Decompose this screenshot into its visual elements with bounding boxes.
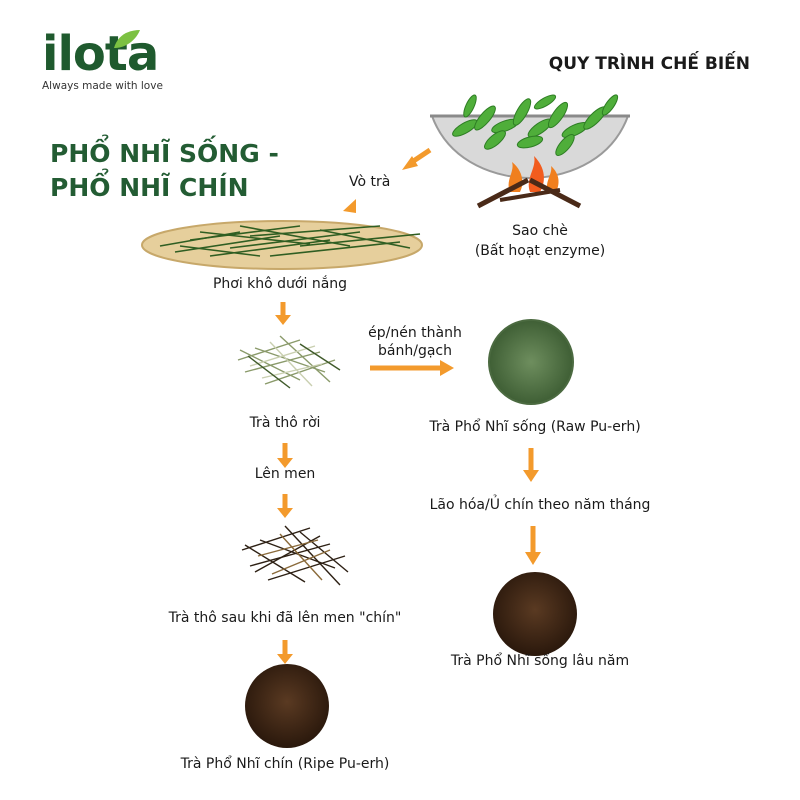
drying-tray-illustration — [141, 220, 423, 270]
arrow-votra-to-drying — [343, 199, 356, 213]
step-ep-nen-line1: ép/nén thành — [368, 325, 462, 341]
step-sao-che: Sao chè (Bất hoạt enzyme) — [450, 221, 630, 261]
arrow-wok-to-votra — [402, 147, 432, 170]
arrow-drying-to-loose — [275, 302, 291, 325]
arrow-loose-to-raw-cake — [370, 360, 454, 376]
process-title: QUY TRÌNH CHẾ BIẾN — [548, 54, 750, 74]
arrow-fermented-to-ripe — [277, 640, 293, 664]
wok-illustration — [430, 94, 630, 209]
step-tra-tho-roi: Trà thô rời — [249, 415, 321, 431]
arrow-loose-to-ferment — [277, 443, 293, 468]
title-line-1: PHỔ NHĨ SỐNG - — [50, 139, 279, 168]
arrow-ferment-to-fermented — [277, 494, 293, 518]
step-sao-che-line1: Sao chè — [512, 223, 568, 239]
step-lao-hoa: Lão hóa/Ủ chín theo năm tháng — [429, 497, 651, 513]
leaf-icon — [114, 30, 140, 48]
step-ep-nen-line2: bánh/gạch — [378, 343, 452, 359]
arrow-aging-to-aged — [525, 526, 541, 565]
step-phoi-kho: Phơi khô dưới nắng — [212, 276, 348, 292]
fermented-tea-illustration — [241, 525, 349, 586]
step-vo-tra: Vò trà — [349, 174, 391, 190]
step-len-men: Lên men — [254, 466, 316, 482]
ripe-puerh-cake-illustration — [245, 664, 329, 748]
step-sao-che-line2: (Bất hoạt enzyme) — [474, 243, 606, 259]
brand-logo: ilota — [42, 26, 159, 82]
step-raw-puerh: Trà Phổ Nhĩ sống (Raw Pu-erh) — [429, 419, 641, 435]
aged-puerh-cake-illustration — [493, 572, 577, 656]
step-fermented-loose: Trà thô sau khi đã lên men "chín" — [168, 610, 402, 626]
loose-tea-illustration — [237, 335, 341, 389]
step-aged-raw: Trà Phổ Nhĩ sống lâu năm — [450, 653, 630, 669]
title-line-2: PHỔ NHĨ CHÍN — [50, 173, 249, 202]
step-ep-nen: ép/nén thành bánh/gạch — [350, 324, 480, 360]
raw-puerh-cake-illustration — [488, 319, 574, 405]
step-ripe-puerh: Trà Phổ Nhĩ chín (Ripe Pu-erh) — [180, 756, 390, 772]
page-title: PHỔ NHĨ SỐNG - PHỔ NHĨ CHÍN — [50, 137, 350, 205]
brand-tagline: Always made with love — [42, 80, 163, 92]
arrow-raw-to-aging — [523, 448, 539, 482]
